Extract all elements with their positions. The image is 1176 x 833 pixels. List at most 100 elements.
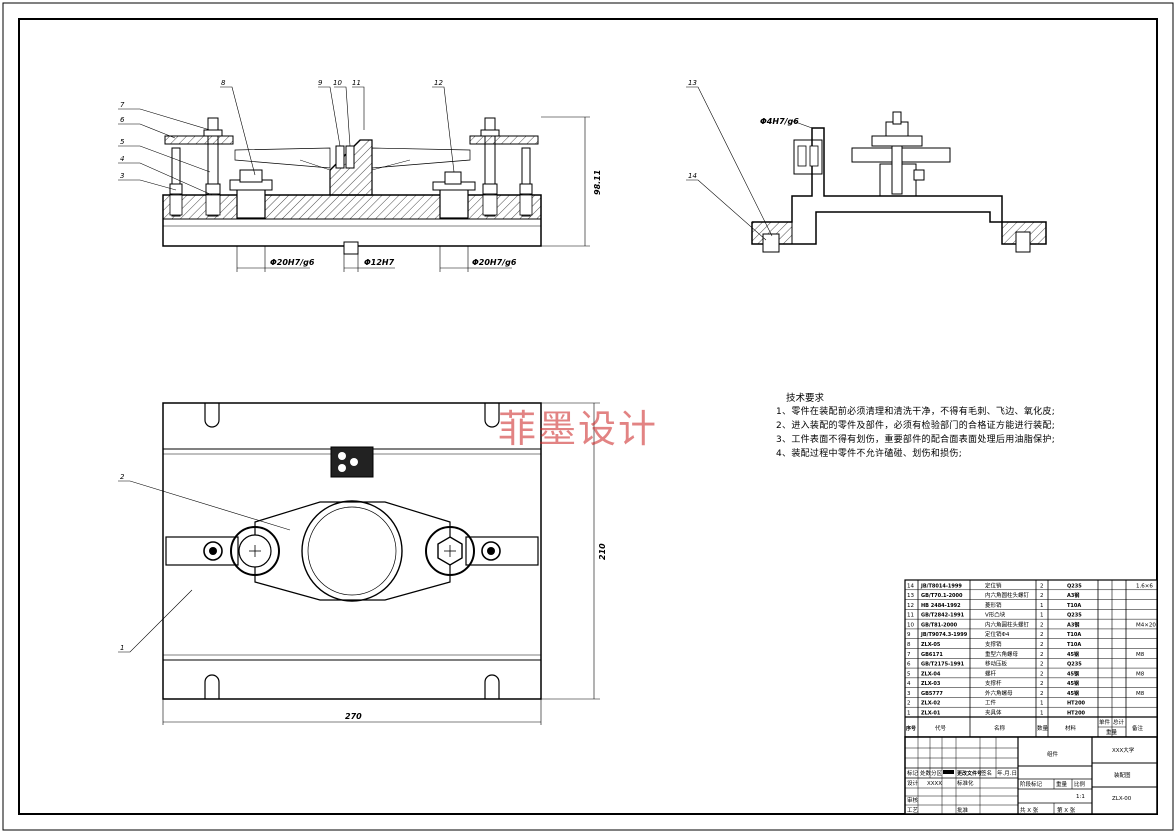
- parts-cell-code: GB/T81-2000: [921, 622, 958, 628]
- parts-cell-name: 工件: [985, 699, 997, 707]
- parts-cell-material: 45钢: [1067, 670, 1079, 677]
- parts-cell-no: 1: [907, 711, 911, 717]
- parts-cell-no: 2: [907, 701, 911, 707]
- parts-cell-qty: 2: [1040, 652, 1044, 658]
- parts-cell-no: 11: [907, 613, 914, 619]
- tb-stage-label: 阶段标记: [1020, 780, 1043, 788]
- callout-12: 12: [434, 79, 443, 87]
- plan-view: [162, 402, 600, 725]
- parts-cell-no: 10: [907, 622, 914, 628]
- parts-cell-qty: 2: [1040, 583, 1044, 589]
- parts-cell-material: A3钢: [1067, 592, 1079, 599]
- tech-requirement-4: 4、装配过程中零件不允许磕碰、划伤和损伤;: [776, 449, 963, 459]
- parts-cell-no: 7: [907, 652, 911, 658]
- callout-9: 9: [318, 79, 323, 87]
- tb-zone-label: 分区: [931, 769, 943, 777]
- parts-cell-no: 12: [907, 603, 914, 609]
- parts-cell-code: ZLX-01: [921, 711, 941, 717]
- callout-7: 7: [120, 101, 125, 109]
- parts-cell-no: 9: [907, 632, 911, 638]
- parts-header-weight: 重量: [1106, 728, 1118, 736]
- parts-cell-material: HT200: [1067, 701, 1086, 707]
- parts-cell-code: JB/T8014-1999: [920, 583, 962, 589]
- parts-cell-no: 8: [907, 642, 911, 648]
- callout-8: 8: [221, 79, 226, 87]
- parts-cell-material: Q235: [1067, 583, 1082, 589]
- tb-drawing-name: 装配图: [1114, 771, 1131, 779]
- parts-cell-material: HT200: [1067, 711, 1086, 717]
- parts-cell-remark: 1.6×6: [1136, 583, 1153, 589]
- parts-cell-code: ZLX-04: [921, 671, 941, 677]
- tb-approve-label: 批准: [957, 806, 969, 814]
- tech-requirement-1: 1、零件在装配前必须清理和清洗干净，不得有毛刺、飞边、氧化皮;: [776, 407, 1056, 417]
- parts-cell-no: 13: [907, 593, 914, 599]
- tb-university: XXX大学: [1112, 746, 1135, 754]
- tb-scale: 1:1: [1076, 794, 1085, 800]
- parts-header-qty: 数量: [1037, 724, 1049, 732]
- parts-cell-name: 内六角圆柱头螺钉: [985, 591, 1030, 599]
- callout-13: 13: [688, 79, 697, 87]
- parts-cell-no: 6: [907, 662, 911, 668]
- parts-cell-material: Q235: [1067, 613, 1082, 619]
- parts-cell-no: 3: [907, 691, 911, 697]
- title-block: 标记 处数 分区 更改文件号 签名 年.月.日 设计 XXXX 标准化 审核 工…: [904, 736, 1158, 815]
- tb-designer: XXXX: [927, 781, 942, 787]
- tb-sheets-total: 共 X 张: [1020, 806, 1039, 814]
- parts-cell-name: 重型六角螺母: [985, 650, 1019, 658]
- callout-6: 6: [120, 116, 125, 124]
- tech-requirement-3: 3、工件表面不得有划伤，重要部件的配合面表面处理后用油脂保护;: [776, 435, 1056, 445]
- parts-cell-code: GB/T2175-1991: [921, 662, 965, 668]
- callout-11: 11: [352, 79, 361, 87]
- side-section-view: [751, 111, 1047, 253]
- parts-header-name: 名称: [994, 724, 1006, 732]
- tb-design-label: 设计: [907, 779, 919, 787]
- parts-cell-name: 菱形销: [985, 601, 1002, 609]
- parts-cell-material: A3钢: [1067, 621, 1079, 628]
- parts-cell-remark: M8: [1136, 652, 1145, 658]
- parts-cell-qty: 2: [1040, 671, 1044, 677]
- front-view-leaders: [118, 86, 455, 196]
- dim-bore-center: Φ12H7: [364, 258, 395, 267]
- parts-cell-code: GB/T2842-1991: [921, 613, 965, 619]
- callout-10: 10: [333, 79, 342, 87]
- watermark: 菲墨设计: [498, 407, 659, 451]
- parts-cell-name: 支撑杆: [985, 679, 1002, 687]
- side-view-leaders: [686, 86, 773, 241]
- parts-cell-code: ZLX-03: [921, 681, 941, 687]
- parts-cell-material: 45钢: [1067, 690, 1079, 697]
- callout-1: 1: [120, 644, 124, 652]
- parts-cell-name: 移动压板: [985, 660, 1008, 668]
- dim-plan-width: 270: [345, 712, 362, 721]
- parts-cell-remark: M8: [1136, 691, 1145, 697]
- parts-cell-material: 45钢: [1067, 651, 1079, 658]
- parts-cell-name: V形凸块: [985, 611, 1006, 619]
- tb-weight-label: 重量: [1056, 780, 1068, 788]
- parts-cell-name: 夹具体: [985, 709, 1002, 717]
- tb-sheet-no: 第 X 张: [1057, 806, 1076, 814]
- parts-header-remark: 备注: [1132, 724, 1144, 732]
- tb-assembly: 组件: [1047, 750, 1059, 758]
- parts-header-code: 代号: [935, 724, 947, 732]
- parts-cell-material: Q235: [1067, 662, 1082, 668]
- dim-bore-right: Φ20H7/g6: [472, 258, 517, 267]
- parts-header-no: 序号: [905, 725, 916, 732]
- parts-cell-qty: 2: [1040, 662, 1044, 668]
- parts-cell-qty: 2: [1040, 681, 1044, 687]
- parts-cell-qty: 1: [1040, 603, 1044, 609]
- dim-plan-depth: 210: [598, 543, 607, 560]
- parts-header-unit-weight: 单件: [1099, 718, 1111, 726]
- tb-scale-label: 比例: [1074, 780, 1086, 788]
- parts-cell-qty: 2: [1040, 632, 1044, 638]
- sheet-frame: [18, 18, 1158, 815]
- tech-requirements-title: 技术要求: [786, 393, 825, 404]
- tb-mark-label: 标记: [907, 769, 919, 777]
- callout-5: 5: [120, 138, 125, 146]
- parts-cell-name: 内六角圆柱头螺钉: [985, 620, 1030, 628]
- parts-cell-code: GB/T70.1-2000: [921, 593, 963, 599]
- tb-drawing-no: ZLX-00: [1112, 796, 1132, 802]
- tb-date-label: 年.月.日: [997, 769, 1017, 777]
- parts-cell-qty: 1: [1040, 711, 1044, 717]
- parts-cell-material: 45钢: [1067, 680, 1079, 687]
- parts-cell-material: T10A: [1067, 632, 1081, 638]
